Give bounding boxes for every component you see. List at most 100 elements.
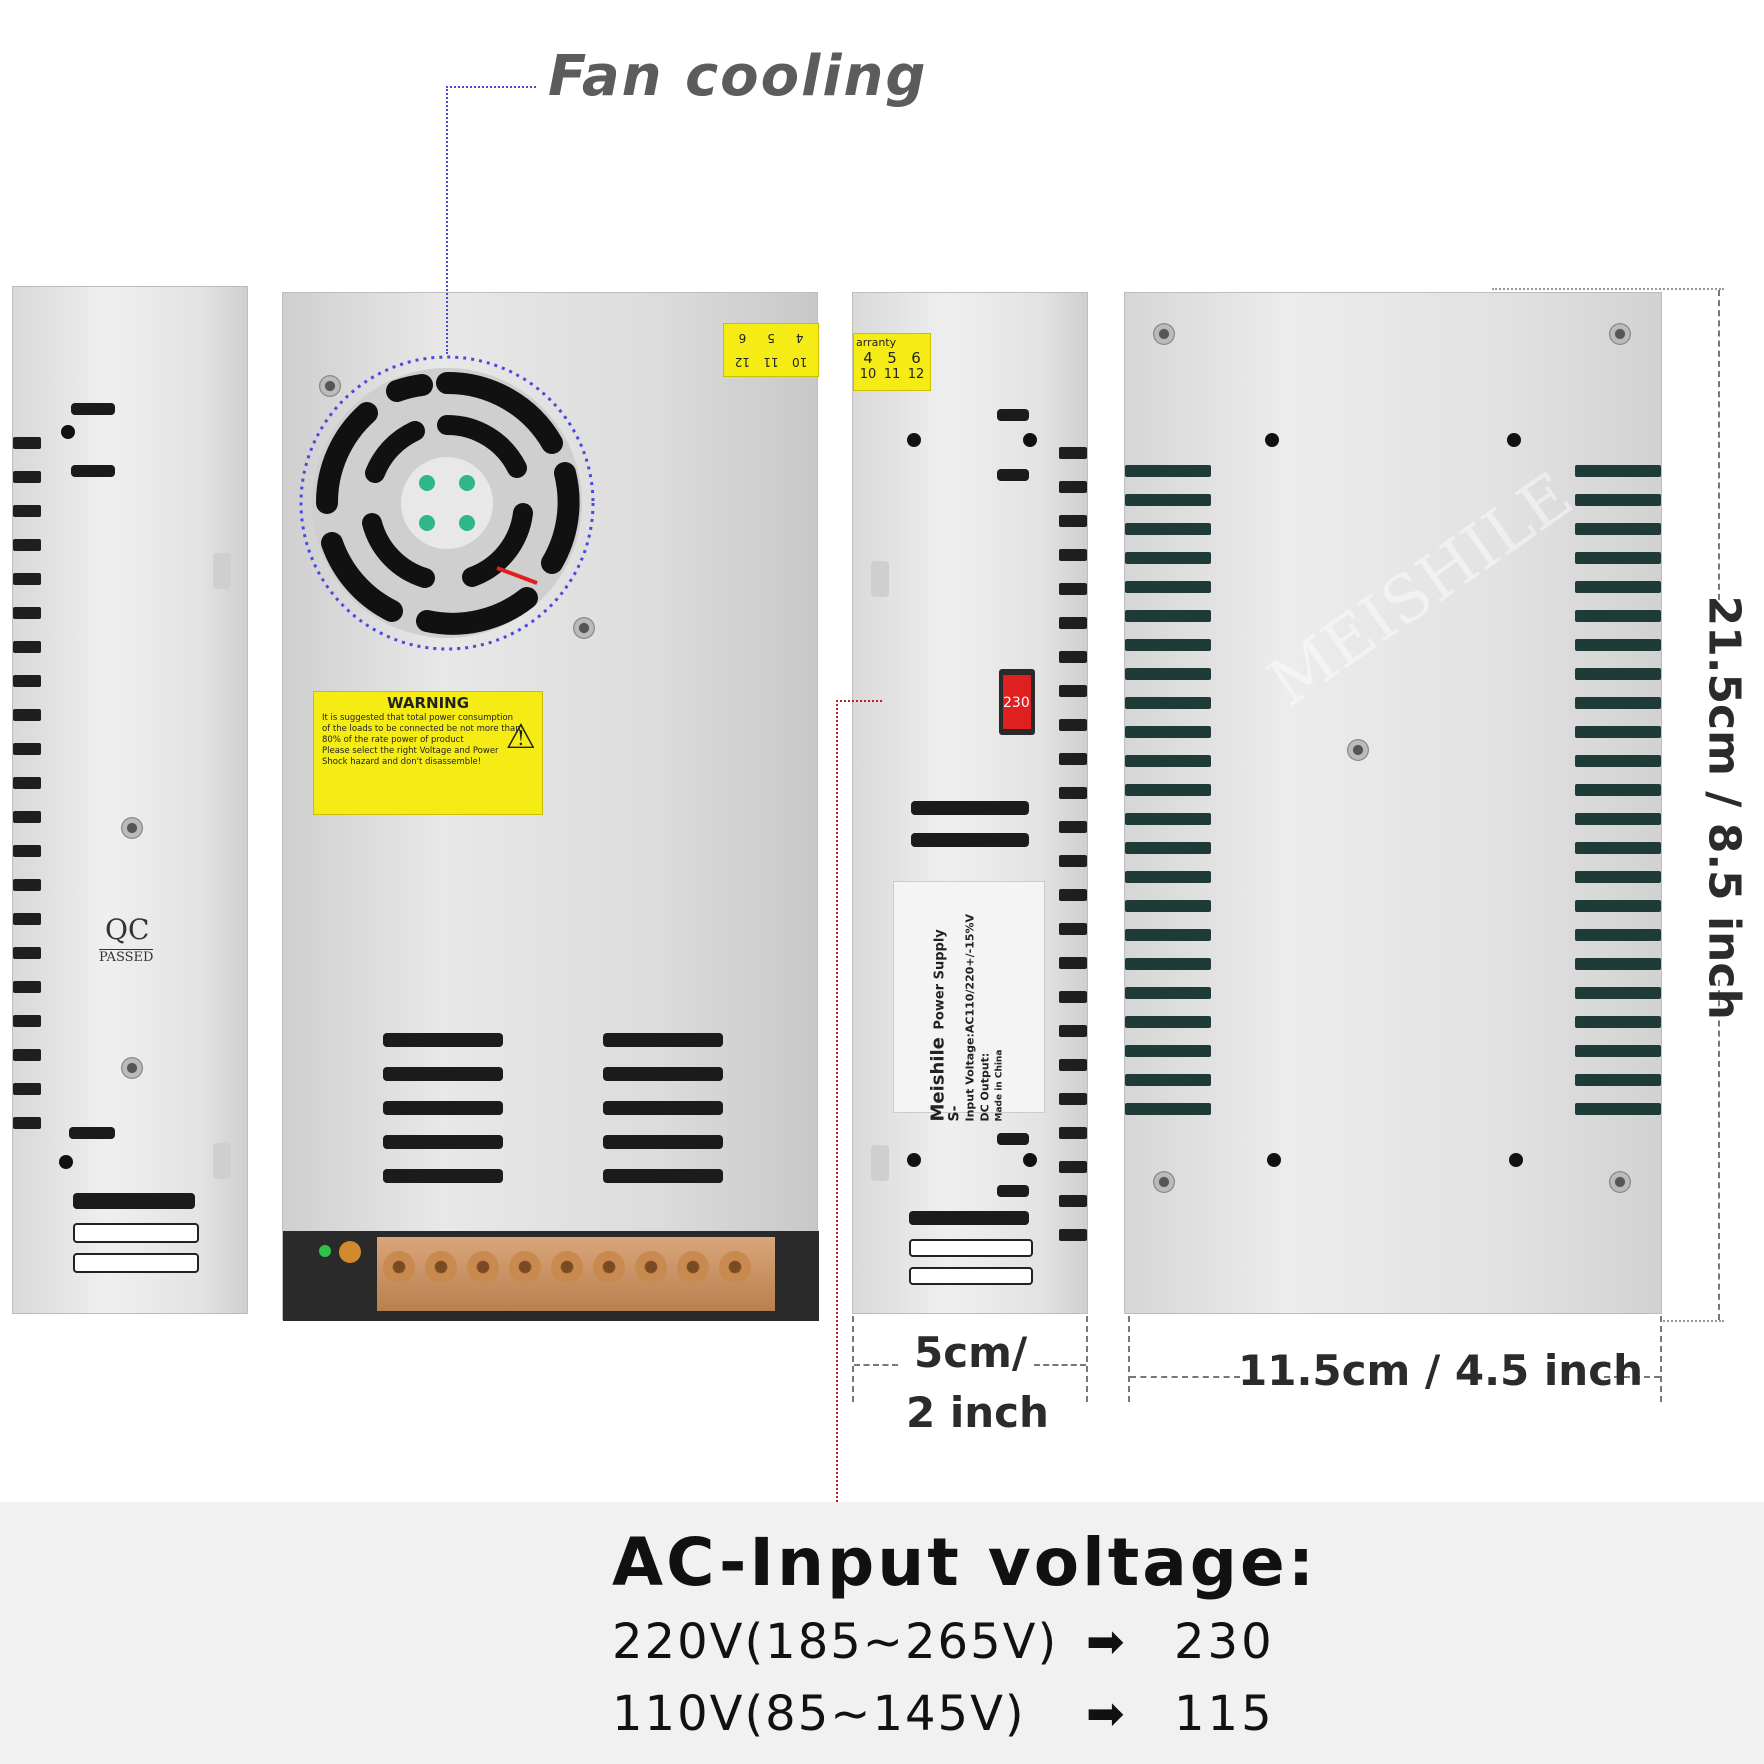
panel-slot (909, 1239, 1033, 1257)
brand-name: Meishile (927, 1037, 949, 1122)
switch-value: 230 (1003, 695, 1030, 711)
bottom-grille-slot (1575, 726, 1661, 738)
warranty-number: 6 (738, 331, 747, 345)
vent-tooth (13, 675, 41, 687)
qc-passed-mark: PASSED (99, 949, 154, 965)
bottom-screw (1153, 1171, 1175, 1193)
bottom-hole (1267, 1153, 1281, 1167)
warning-line: Shock hazard and don't disassemble! (322, 757, 482, 767)
product-type: Power Supply (932, 929, 948, 1030)
fan-callout-line-h (446, 86, 536, 88)
vent-tooth (1059, 651, 1087, 663)
voltage-setting: 115 (1174, 1686, 1275, 1742)
bottom-grille-slot (1125, 842, 1211, 854)
width-dim-right (1660, 1316, 1662, 1402)
side-panel-left: QC PASSED (12, 286, 248, 1314)
warranty-number: 5 (767, 331, 775, 345)
bottom-grille-slot (1125, 755, 1211, 767)
voltage-row-220: 220V(185~265V) (612, 1614, 1058, 1670)
panel-slot (69, 1127, 115, 1139)
voltage-potentiometer (339, 1241, 361, 1263)
vent-tooth (13, 743, 41, 755)
panel-slot (909, 1267, 1033, 1285)
width-dim-left (1128, 1316, 1130, 1402)
panel-hole (61, 425, 75, 439)
bottom-screw (1347, 739, 1369, 761)
bottom-grille-slot (1125, 697, 1211, 709)
bottom-grille-slot (1575, 1103, 1661, 1115)
panel-hole (907, 433, 921, 447)
bottom-grille-slot (1575, 581, 1661, 593)
vent-tooth (13, 913, 41, 925)
panel-slot (997, 409, 1029, 421)
warranty-row-b: 10 11 12 (728, 355, 814, 369)
watermark: MEISHILE (1255, 458, 1587, 722)
panel-hole (59, 1155, 73, 1169)
bottom-grille-slot (1125, 1045, 1211, 1057)
panel-hole (1023, 433, 1037, 447)
bottom-grille-slot (1125, 1074, 1211, 1086)
panel-slot (71, 403, 115, 415)
bottom-grille-slot (1575, 987, 1661, 999)
voltage-setting: 230 (1174, 1614, 1275, 1670)
panel-hole (1023, 1153, 1037, 1167)
warranty-number: 12 (734, 355, 750, 369)
warranty-number: 12 (907, 367, 925, 382)
panel-slot (911, 833, 1029, 847)
bottom-hole (1509, 1153, 1523, 1167)
panel-hole (907, 1153, 921, 1167)
voltage-selector-switch[interactable]: 230 (999, 669, 1035, 735)
bottom-grille-slot (1125, 523, 1211, 535)
height-dim-line-top (1718, 290, 1720, 610)
panel-slot (73, 1253, 199, 1273)
front-vent-slot (383, 1169, 503, 1183)
product-spec-label: Meishile Power Supply S- Input Voltage:A… (893, 881, 1045, 1122)
ac-callout-line-h (836, 700, 882, 702)
panel-slot (997, 469, 1029, 481)
warning-line: 80% of the rate power of product (322, 735, 464, 745)
vent-tooth (1059, 685, 1087, 697)
panel-slot (871, 561, 889, 597)
warning-triangle-icon: ⚠ (505, 717, 536, 757)
vent-tooth (1059, 447, 1087, 459)
panel-slot (911, 801, 1029, 815)
warranty-row-a: 4 5 6 (728, 331, 814, 345)
vent-tooth (13, 981, 41, 993)
warranty-number: 10 (792, 355, 808, 369)
vent-tooth (1059, 957, 1087, 969)
depth-dim-left (852, 1316, 854, 1402)
terminal-screw (425, 1251, 457, 1283)
vent-tooth (1059, 549, 1087, 561)
panel-slot (71, 465, 115, 477)
bottom-grille-slot (1575, 697, 1661, 709)
vent-tooth (13, 1015, 41, 1027)
bottom-grille-slot (1125, 465, 1211, 477)
vent-tooth (13, 1117, 41, 1129)
bottom-grille-slot (1575, 552, 1661, 564)
bottom-grille-slot (1125, 581, 1211, 593)
terminal-screw (467, 1251, 499, 1283)
front-screw (573, 617, 595, 639)
bottom-grille-slot (1575, 1016, 1661, 1028)
bottom-grille-slot (1125, 987, 1211, 999)
warning-title: WARNING (386, 694, 470, 712)
front-vent-slot (383, 1101, 503, 1115)
vent-tooth (13, 539, 41, 551)
panel-slot (213, 553, 231, 589)
width-dim-line-right (1604, 1376, 1660, 1378)
side-panel-right: arranty 4 5 6 10 11 12 230 Meishile Powe… (852, 292, 1088, 1314)
warranty-sticker: 4 5 6 10 11 12 (723, 323, 819, 377)
vent-tooth (1059, 481, 1087, 493)
vent-tooth (1059, 991, 1087, 1003)
ac-callout-line-v (836, 700, 838, 1530)
depth-dim-line-right (1034, 1364, 1086, 1366)
front-vent-slot (603, 1169, 723, 1183)
panel-screw (121, 817, 143, 839)
warranty-number: 4 (863, 349, 873, 367)
vent-tooth (1059, 855, 1087, 867)
vent-tooth (13, 845, 41, 857)
qc-mark: QC (105, 913, 150, 946)
bottom-hole (1265, 433, 1279, 447)
bottom-grille-slot (1125, 639, 1211, 651)
front-screw (319, 375, 341, 397)
